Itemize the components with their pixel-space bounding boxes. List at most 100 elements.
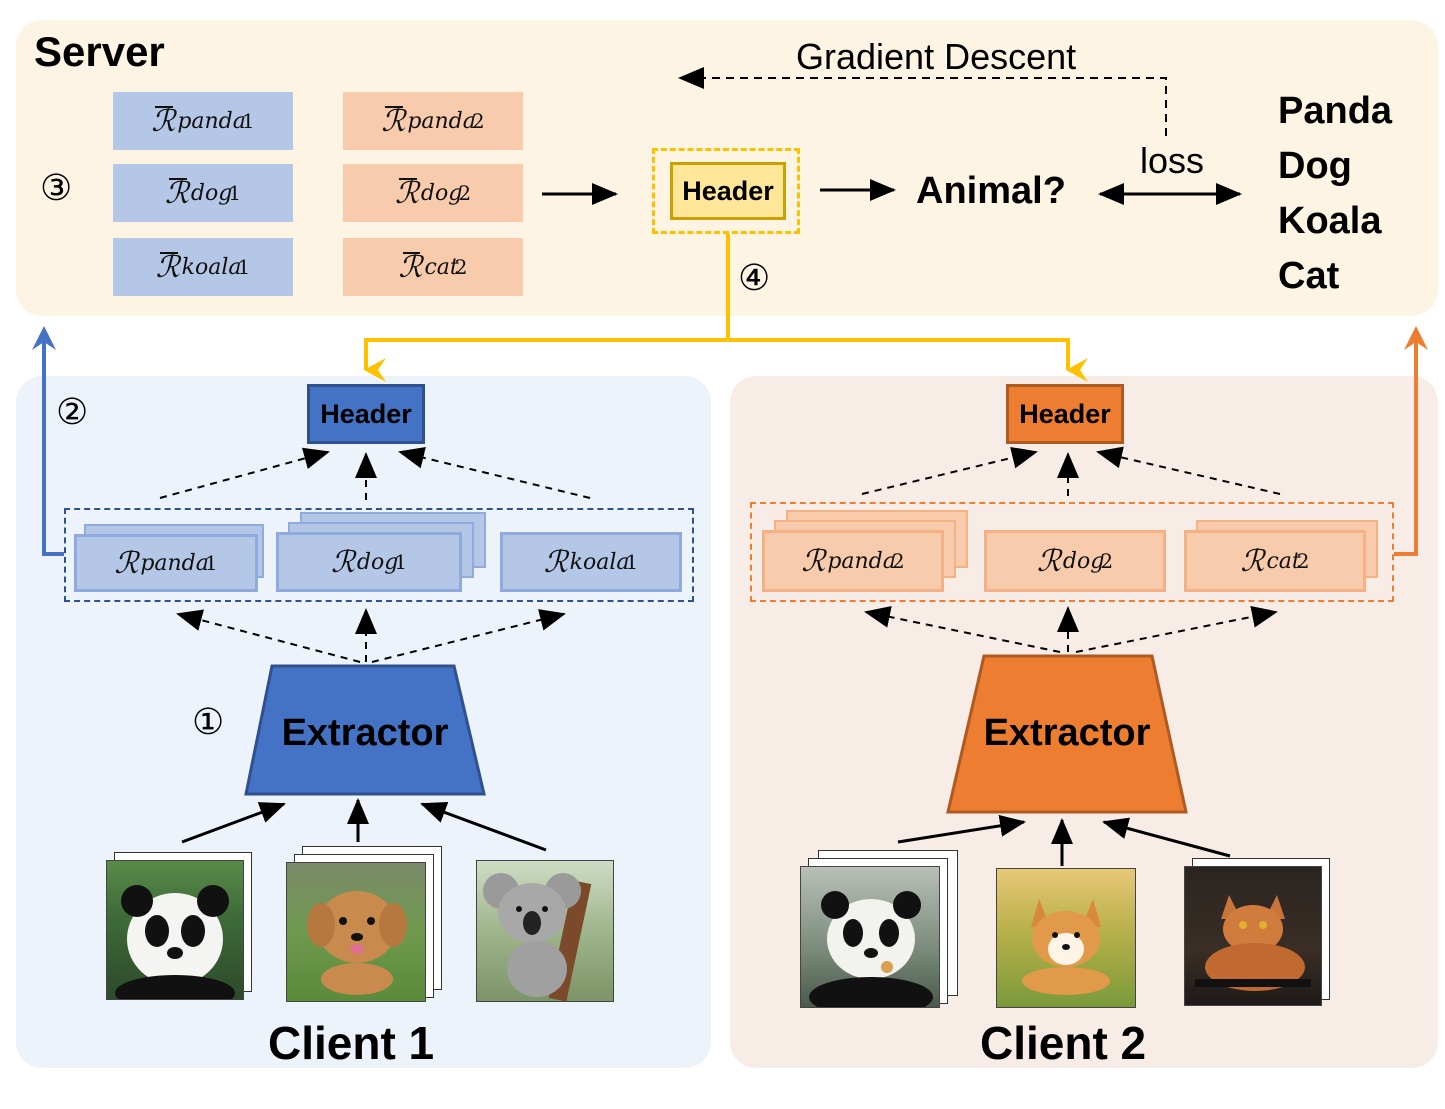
client2-image-to-extractor-right [1102, 817, 1231, 858]
rep-class: dog [1062, 548, 1105, 574]
step-1-marker: ① [192, 702, 225, 743]
client1-image-koala [476, 860, 614, 1002]
rep-client: 1 [625, 550, 639, 574]
client1-extractor-to-rep-right [371, 609, 566, 663]
rep-symbol: ℛ [1240, 543, 1265, 579]
rep-symbol: ℛ [543, 544, 568, 580]
client2-title: Client 2 [980, 1017, 1147, 1069]
rep-client: 2 [1296, 549, 1310, 573]
rep-client: 2 [1100, 549, 1114, 573]
class-label-dog: Dog [1278, 145, 1352, 187]
rep-client: 1 [204, 551, 218, 575]
rep-symbol: ℛ [394, 175, 419, 211]
client1-extractor-to-rep-left [176, 609, 361, 663]
client2-image-panda [800, 866, 940, 1017]
server-title: Server [34, 28, 165, 75]
rep-class: cat [1266, 548, 1301, 574]
class-label-cat: Cat [1278, 255, 1340, 297]
panda-photo-icon [115, 885, 235, 1011]
client2-reps-container [750, 502, 1394, 602]
cat-photo-icon [1195, 895, 1311, 991]
client1-rep-to-header-left [159, 447, 330, 499]
rep-client: 2 [891, 549, 905, 573]
rep-class: panda [140, 550, 209, 576]
client2-extractor-to-rep-left [864, 606, 1061, 653]
rep-symbol: ℛ [801, 543, 826, 579]
animal-question: Animal? [916, 170, 1066, 212]
rep-symbol: ℛ [155, 249, 180, 285]
rep-symbol: ℛ [151, 103, 176, 139]
rep-class: koala [569, 549, 630, 575]
rep-class: panda [407, 108, 476, 134]
step-3-marker: ③ [40, 168, 73, 209]
header-distribution-line-right [728, 338, 1088, 382]
client2-rep-to-header-left [861, 446, 1038, 495]
rep-client: 2 [454, 255, 468, 279]
step-4-marker: ④ [738, 258, 771, 299]
rep-class: koala [181, 254, 242, 280]
step-2-marker: ② [56, 392, 89, 433]
rep-class: panda [177, 108, 246, 134]
dog-photo-icon [307, 891, 407, 995]
gradient-descent-label: Gradient Descent [796, 36, 1077, 77]
class-label-list: Panda Dog Koala Cat [1278, 84, 1392, 304]
rep-class: dog [420, 180, 463, 206]
rep-client: 1 [394, 550, 408, 574]
rep-client: 1 [241, 109, 255, 133]
rep-client: 1 [228, 181, 242, 205]
client1-title: Client 1 [268, 1017, 435, 1069]
rep-client: 2 [471, 109, 485, 133]
rep-class: dog [356, 549, 399, 575]
corgi-photo-icon [1022, 899, 1110, 995]
client2-image-cat [1184, 866, 1322, 1006]
client1-extractor-label: Extractor [281, 712, 449, 754]
panda-photo-icon [809, 891, 933, 1017]
client1-header-box: Header [307, 384, 425, 444]
rep-symbol: ℛ [1036, 543, 1061, 579]
server-header-dashed-frame [652, 148, 800, 234]
koala-photo-icon [483, 873, 592, 1002]
client1-upload-arrow [32, 326, 64, 556]
rep-client: 1 [237, 255, 251, 279]
client1-extractor-shape [244, 664, 486, 796]
loss-label: loss [1140, 140, 1205, 181]
rep-symbol: ℛ [398, 249, 423, 285]
rep-client: 2 [458, 181, 472, 205]
class-label-panda: Panda [1278, 90, 1393, 132]
client1-image-panda [106, 860, 244, 1011]
client2-extractor-shape [946, 654, 1188, 814]
client1-reps-container [64, 508, 694, 602]
rep-symbol: ℛ [164, 175, 189, 211]
rep-symbol: ℛ [381, 103, 406, 139]
rep-class: panda [827, 548, 896, 574]
client2-rep-to-header-right [1096, 446, 1281, 495]
header-distribution-line [364, 234, 730, 382]
rep-symbol: ℛ [114, 545, 139, 581]
client1-rep-to-header-right [398, 446, 591, 499]
rep-class: cat [424, 254, 459, 280]
client2-extractor-to-rep-right [1075, 605, 1278, 653]
client2-image-to-extractor-left [897, 814, 1026, 844]
client1-image-to-extractor-left [181, 802, 286, 844]
client2-extractor-label: Extractor [983, 712, 1151, 754]
class-label-koala: Koala [1278, 200, 1382, 242]
rep-symbol: ℛ [330, 544, 355, 580]
client2-image-corgi [996, 868, 1136, 1008]
client2-header-box: Header [1006, 384, 1124, 444]
client1-image-dog [286, 862, 426, 1002]
gradient-descent-arrow [678, 67, 1167, 136]
client1-image-to-extractor-right [420, 802, 547, 852]
